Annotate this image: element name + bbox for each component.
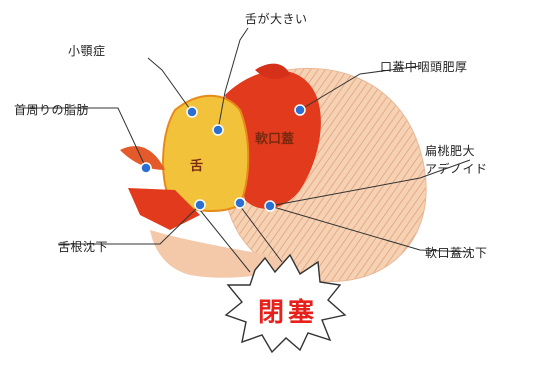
point-tongue-drop <box>195 200 205 210</box>
part-tongue: 舌 <box>190 155 203 174</box>
point-soft-palate <box>295 105 305 115</box>
label-neck-fat: 首周りの脂肪 <box>14 101 89 118</box>
label-tongue-drop: 舌根沈下 <box>58 238 108 255</box>
point-tongue-large <box>213 125 223 135</box>
label-soft-palate-hypertrophy: 口蓋中咽頭肥厚 <box>380 58 468 75</box>
closure-label: 閉塞 <box>258 292 318 329</box>
label-tonsil-adenoid: 扁桃肥大 アデノイド <box>425 142 488 178</box>
point-center <box>235 198 245 208</box>
label-small-jaw: 小顎症 <box>68 42 106 59</box>
point-small-jaw <box>187 107 197 117</box>
label-nasopharynx-drop: 軟口蓋沈下 <box>425 244 488 261</box>
part-soft-palate: 軟口蓋 <box>255 128 294 147</box>
label-tongue-large: 舌が大きい <box>245 10 308 27</box>
point-neck-fat <box>141 163 151 173</box>
point-tonsil <box>265 201 275 211</box>
